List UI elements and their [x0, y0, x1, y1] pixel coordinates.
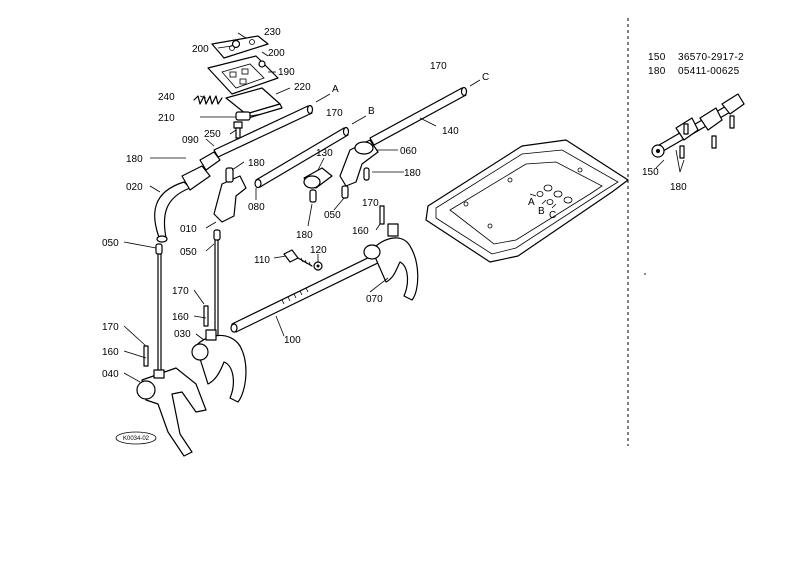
- letter-case-b: B: [538, 206, 545, 217]
- label-070: 070: [366, 294, 383, 305]
- bolt-250: [233, 121, 243, 139]
- label-190: 190: [278, 67, 295, 78]
- label-170e: 170: [102, 322, 119, 333]
- shift-arm-020: [154, 151, 221, 243]
- detail-assembly: [651, 93, 745, 159]
- shift-block-060: [339, 139, 379, 199]
- label-220: 220: [294, 82, 311, 93]
- label-210: 210: [158, 113, 175, 124]
- ref-part-no-2: 05411-00625: [678, 66, 740, 77]
- label-050c: 050: [324, 210, 341, 221]
- label-180b: 180: [248, 158, 265, 169]
- letter-case-c: C: [549, 210, 556, 221]
- label-170b: 170: [326, 108, 343, 119]
- label-090: 090: [182, 135, 199, 146]
- label-180a: 180: [126, 154, 143, 165]
- label-250: 250: [204, 129, 221, 140]
- ref-item-1: 150: [648, 52, 666, 63]
- letter-rod-c: C: [482, 72, 489, 83]
- plunger-210: [235, 111, 263, 121]
- letter-rod-b: B: [368, 106, 375, 117]
- bolt-200: [231, 39, 266, 68]
- label-110: 110: [254, 255, 270, 266]
- label-050b: 050: [180, 247, 197, 258]
- label-080: 080: [248, 202, 265, 213]
- transmission-case: [425, 139, 629, 263]
- cover-plate-230: [211, 35, 269, 59]
- label-170d: 170: [172, 286, 189, 297]
- label-040: 040: [102, 369, 119, 380]
- washer-120: [313, 261, 323, 271]
- label-030: 030: [174, 329, 191, 340]
- shift-block-010: [213, 167, 247, 241]
- shift-block-130: [303, 167, 333, 203]
- shift-fork-070: [363, 205, 419, 301]
- ref-part-no-1: 36570-2917-2: [678, 52, 744, 63]
- label-160a: 160: [352, 226, 369, 237]
- label-050a: 050: [102, 238, 119, 249]
- ref-item-2: 180: [648, 66, 666, 77]
- label-180e: 180: [670, 182, 687, 193]
- label-180c: 180: [296, 230, 313, 241]
- gasket-plate-190: [207, 55, 279, 95]
- drawing-code: K0034-02: [123, 436, 150, 442]
- label-160c: 160: [102, 347, 119, 358]
- shift-fork-030: [191, 305, 247, 403]
- label-170a: 170: [430, 61, 447, 72]
- label-060: 060: [400, 146, 417, 157]
- shift-rod-080: [254, 115, 367, 189]
- label-100: 100: [284, 335, 301, 346]
- label-180d: 180: [404, 168, 421, 179]
- label-240: 240: [158, 92, 175, 103]
- drawing-code-badge: K0034-02: [115, 431, 157, 445]
- reference-table: 150 36570-2917-2 180 05411-00625: [648, 52, 744, 77]
- label-120: 120: [310, 245, 327, 256]
- rod-050-center: [214, 239, 219, 339]
- spring-240: [193, 95, 223, 105]
- label-010: 010: [180, 224, 197, 235]
- label-230: 230: [264, 27, 281, 38]
- letter-case-a: A: [528, 197, 535, 208]
- label-150: 150: [642, 167, 659, 178]
- label-020: 020: [126, 182, 143, 193]
- label-140: 140: [442, 126, 459, 137]
- bolt-110: [283, 249, 313, 267]
- shift-rod-140: [369, 79, 481, 146]
- label-200b: 200: [268, 48, 285, 59]
- shift-fork-040: [136, 345, 207, 457]
- label-170c: 170: [362, 198, 379, 209]
- label-200a: 200: [192, 44, 209, 55]
- rod-050-left: [155, 243, 163, 373]
- label-160b: 160: [172, 312, 189, 323]
- leader-lines: [123, 32, 437, 383]
- letter-rod-a: A: [332, 84, 339, 95]
- label-130: 130: [316, 148, 333, 159]
